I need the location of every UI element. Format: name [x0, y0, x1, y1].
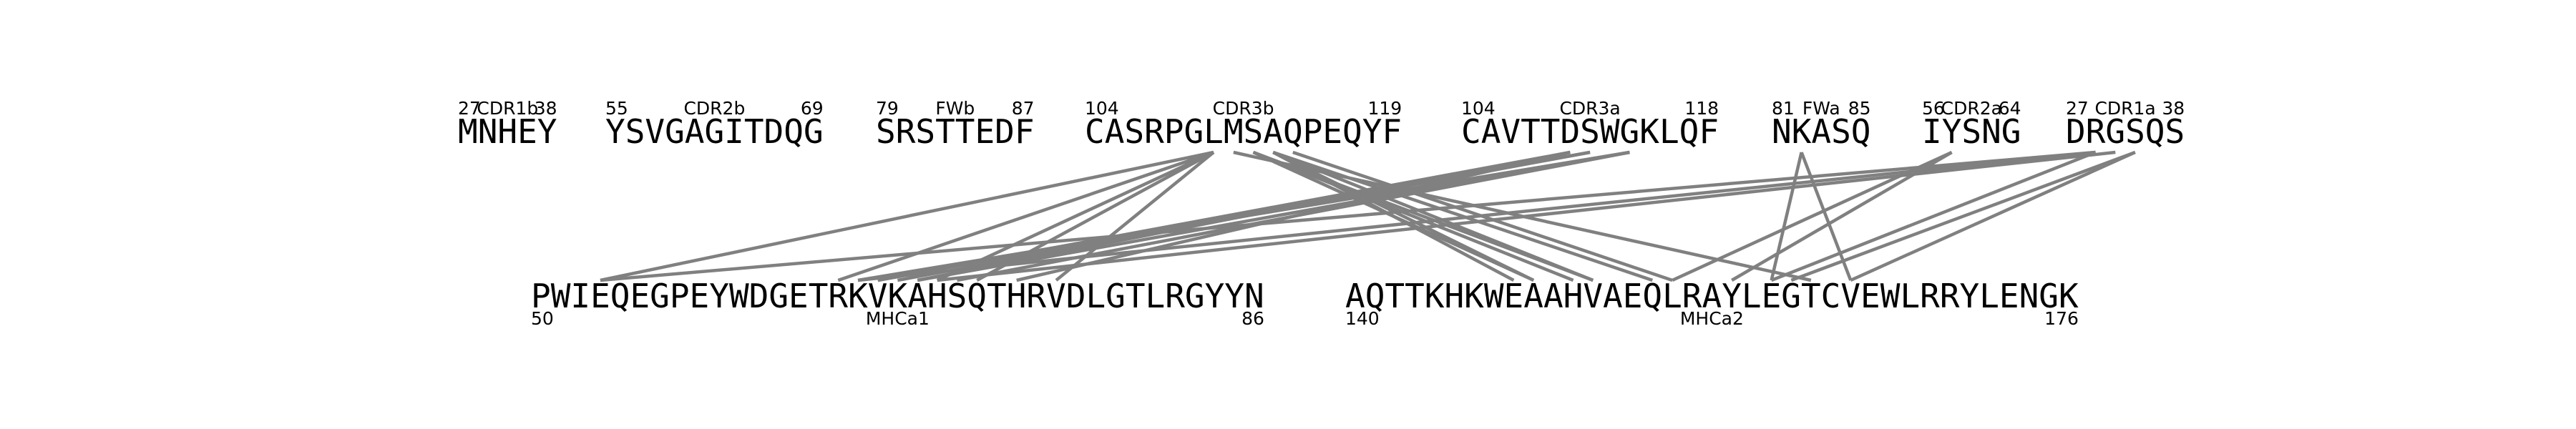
cdr1a-end-number: 38: [2162, 98, 2185, 119]
fwb-start-number: 79: [876, 98, 899, 119]
contact-line-cdr1a-mhca1: [857, 150, 2096, 282]
fwa-region-label: FWa: [1802, 98, 1840, 119]
cdr3b-region-label: CDR3b: [1213, 98, 1274, 119]
contact-line-cdr1a-mhca1: [600, 150, 2096, 282]
cdr1b-end-number: 38: [535, 98, 557, 119]
cdr3a-start-number: 104: [1461, 98, 1496, 119]
contact-line-cdr3b-mhca2: [1272, 150, 1535, 282]
mhca2-sequence: AQTTKHKWEAAHVAEQLRAYLEGTCVEWLRRYLENGK: [1345, 277, 2079, 315]
cdr3b-sequence: CASRPGLMSAQPEQYF: [1085, 112, 1402, 151]
cdr3a-region-label: CDR3a: [1559, 98, 1620, 119]
contact-line-cdr3b-mhca2: [1272, 150, 1594, 282]
contact-line-cdr1a-mhca2: [1790, 150, 2136, 282]
mhca2-start-number: 140: [1345, 308, 1380, 329]
cdr1a-start-number: 27: [2066, 98, 2089, 119]
cdr1b-start-number: 27: [458, 98, 481, 119]
contact-line-cdr3b-mhca1: [600, 150, 1214, 282]
cdr2a-start-number: 56: [1922, 98, 1945, 119]
contact-line-cdr1a-mhca2: [1770, 150, 2097, 282]
cdr2b-end-number: 69: [801, 98, 824, 119]
cdr2b-start-number: 55: [605, 98, 628, 119]
fwb-region-label: FWb: [935, 98, 975, 119]
cdr1a-region-label: CDR1a: [2094, 98, 2155, 119]
contact-line-cdr1a-mhca1: [937, 150, 2116, 282]
fwb-end-number: 87: [1012, 98, 1035, 119]
mhca1-sequence: PWIEQEGPEYWDGETRKVKAHSQTHRVDLGTLRGYYN: [531, 277, 1264, 315]
cdr3b-start-number: 104: [1085, 98, 1119, 119]
mhca1-end-number: 86: [1241, 308, 1264, 329]
cdr3b-end-number: 119: [1367, 98, 1402, 119]
cdr2b-sequence: YSVGAGITDQG: [605, 112, 824, 151]
cdr1a-sequence: DRGSQS: [2066, 112, 2185, 151]
fwa-sequence: NKASQ: [1772, 112, 1870, 151]
fwa-end-number: 85: [1848, 98, 1871, 119]
fwb-sequence: SRSTTEDF: [876, 112, 1035, 151]
contact-line-cdr1a-mhca2: [1850, 150, 2136, 282]
cdr3a-end-number: 118: [1684, 98, 1719, 119]
contact-line-cdr3a-mhca1: [857, 150, 1630, 282]
contact-line-fwa-mhca2: [1770, 152, 1803, 281]
cdr2a-region-label: CDR2a: [1941, 98, 2002, 119]
cdr3a-sequence: CAVTTDSWGKLQF: [1461, 112, 1719, 151]
contact-line-cdr3b-mhca1: [1055, 151, 1215, 282]
mhca1-region-label: MHCa1: [866, 308, 930, 329]
cdr1b-region-label: CDR1b: [477, 98, 538, 119]
contact-lines: [600, 150, 2136, 282]
mhca2-end-number: 176: [2044, 308, 2079, 329]
cdr2a-sequence: IYSNG: [1922, 112, 2021, 151]
fwa-start-number: 81: [1772, 98, 1795, 119]
contact-line-fwa-mhca2: [1800, 152, 1853, 281]
mhca1-start-number: 50: [531, 308, 554, 329]
mhca2-region-label: MHCa2: [1680, 308, 1744, 329]
cdr2b-region-label: CDR2b: [683, 98, 745, 119]
cdr1b-sequence: MNHEY: [458, 112, 557, 151]
contact-line-cdr3b-mhca1: [837, 150, 1214, 282]
cdr2a-end-number: 64: [1999, 98, 2021, 119]
